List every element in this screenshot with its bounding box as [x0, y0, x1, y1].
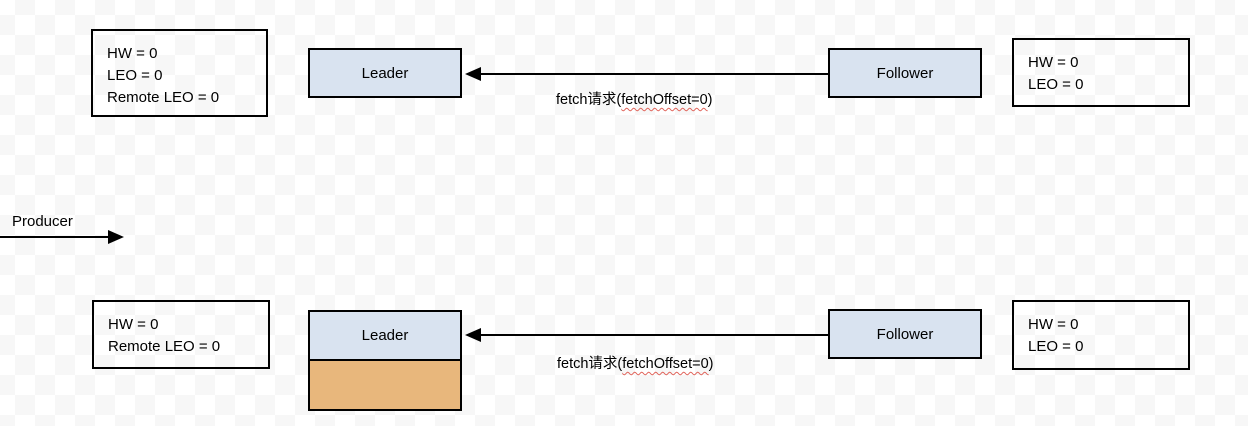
fetch-label-misspelled: fetchOffset=0: [621, 92, 708, 108]
fetch-request-label-bottom: fetch请求(fetchOffset=0): [557, 352, 714, 373]
follower-state-box-bottom: HW = 0 LEO = 0: [1012, 300, 1190, 370]
leader-node-bottom-label-segment: Leader: [310, 312, 460, 359]
state-line: HW = 0: [107, 45, 158, 62]
leader-label: Leader: [361, 64, 409, 82]
producer-label: Producer: [12, 213, 73, 230]
leader-state-box-bottom: HW = 0 Remote LEO = 0: [92, 300, 270, 369]
follower-label: Follower: [876, 325, 934, 343]
follower-node-top: Follower: [828, 48, 982, 98]
fetch-label-suffix: ): [708, 356, 714, 372]
follower-node-bottom: Follower: [828, 309, 982, 359]
state-line: LEO = 0: [107, 67, 163, 84]
fetch-label-prefix: fetch请求(: [557, 356, 623, 372]
state-line: HW = 0: [108, 316, 159, 333]
arrowhead-left-icon: [465, 67, 481, 81]
fetch-arrow-top: [465, 67, 828, 81]
leader-state-box-top: HW = 0 LEO = 0 Remote LEO = 0: [91, 29, 268, 117]
state-line: HW = 0: [1028, 316, 1079, 333]
state-line: LEO = 0: [1028, 76, 1084, 93]
producer-arrow: [0, 230, 124, 244]
follower-state-box-top: HW = 0 LEO = 0: [1012, 38, 1190, 107]
fetch-arrow-bottom: [465, 328, 828, 342]
leader-label: Leader: [361, 327, 409, 344]
state-line: Remote LEO = 0: [108, 338, 221, 355]
state-line: HW = 0: [1028, 54, 1079, 71]
fetch-request-label-top: fetch请求(fetchOffset=0): [556, 88, 713, 109]
leader-node-bottom: Leader: [308, 310, 462, 411]
arrowhead-right-icon: [108, 230, 124, 244]
leader-node-top: Leader: [308, 48, 462, 98]
state-line: LEO = 0: [1028, 338, 1084, 355]
state-line: Remote LEO = 0: [107, 89, 220, 106]
arrowhead-left-icon: [465, 328, 481, 342]
fetch-label-misspelled: fetchOffset=0: [622, 356, 709, 372]
leader-node-bottom-log-segment: [310, 359, 460, 409]
follower-label: Follower: [876, 64, 934, 82]
fetch-label-prefix: fetch请求(: [556, 92, 622, 108]
fetch-label-suffix: ): [707, 92, 713, 108]
